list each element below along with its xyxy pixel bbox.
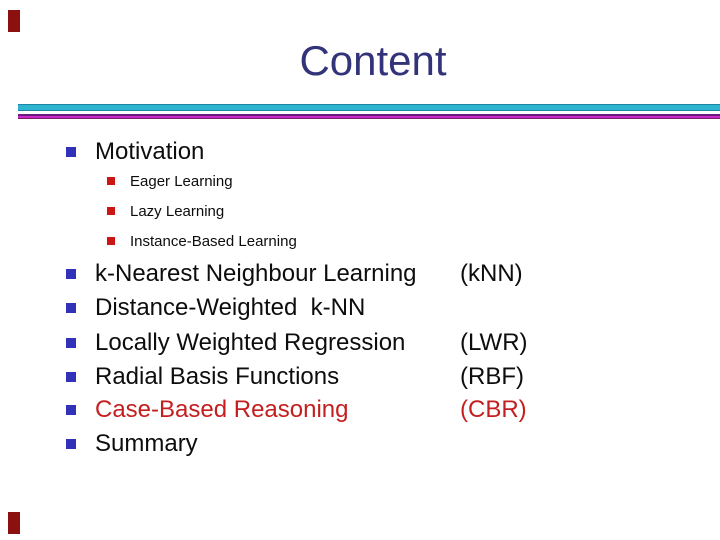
bullet-square-icon xyxy=(107,177,115,185)
bullet-square-icon xyxy=(66,269,76,279)
list-item-label: Locally Weighted Regression xyxy=(95,329,406,356)
bullet-square-icon xyxy=(66,147,76,157)
sub-list-item-eager-learning: Eager Learning xyxy=(0,170,720,192)
bullet-square-icon xyxy=(66,372,76,382)
corner-accent-bottom xyxy=(8,512,20,534)
sub-list-item-instance-based-learning: Instance-Based Learning xyxy=(0,230,720,252)
list-item-radial-basis-functions: Radial Basis Functions (RBF) xyxy=(0,363,720,390)
abbreviation-label: (CBR) xyxy=(460,396,527,423)
list-item-label: Distance-Weighted k-NN xyxy=(95,294,366,321)
divider-magenta-line xyxy=(18,114,720,119)
abbreviation-label: (kNN) xyxy=(460,260,523,287)
list-item-label: Motivation xyxy=(95,138,205,165)
list-item-label: Radial Basis Functions xyxy=(95,363,340,390)
list-item-distance-weighted-knn: Distance-Weighted k-NN xyxy=(0,294,720,321)
sub-list-item-lazy-learning: Lazy Learning xyxy=(0,200,720,222)
slide-title: Content xyxy=(299,37,447,84)
sub-list-item-label: Lazy Learning xyxy=(130,202,225,220)
bullet-square-icon xyxy=(107,237,115,245)
bullet-square-icon xyxy=(66,303,76,313)
list-item-locally-weighted-regression: Locally Weighted Regression (LWR) xyxy=(0,329,720,356)
list-item-case-based-reasoning: Case-Based Reasoning (CBR) xyxy=(0,396,720,423)
list-item-summary: Summary xyxy=(0,430,720,457)
abbreviation-label: (LWR) xyxy=(460,329,528,356)
bullet-square-icon xyxy=(66,338,76,348)
list-item-label: k-Nearest Neighbour Learning xyxy=(95,260,417,287)
list-item-motivation: Motivation xyxy=(0,138,720,165)
list-item-knn-learning: k-Nearest Neighbour Learning (kNN) xyxy=(0,260,720,287)
list-item-label: Case-Based Reasoning xyxy=(95,396,349,423)
sub-list-item-label: Instance-Based Learning xyxy=(130,232,297,250)
list-item-label: Summary xyxy=(95,430,198,457)
bullet-square-icon xyxy=(66,439,76,449)
divider-cyan-line xyxy=(18,104,720,111)
sub-list-item-label: Eager Learning xyxy=(130,172,233,190)
abbreviation-label: (RBF) xyxy=(460,363,524,390)
bullet-square-icon xyxy=(66,405,76,415)
corner-accent-top xyxy=(8,10,20,32)
bullet-square-icon xyxy=(107,207,115,215)
